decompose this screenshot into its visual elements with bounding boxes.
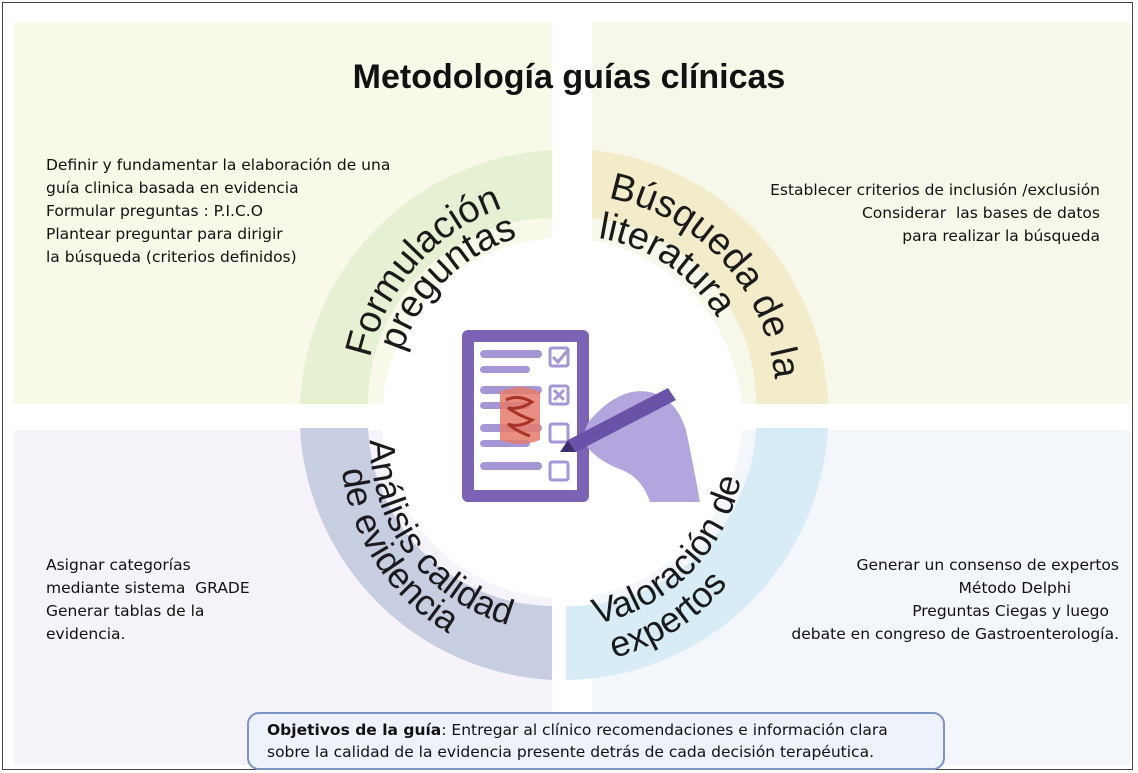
note-line: Considerar las bases de datos [861,204,1100,222]
segment-top-right [592,150,828,404]
note-line: mediante sistema GRADE [46,579,250,597]
note-top-left: Definir y fundamentar la elaboración de … [46,154,390,269]
note-line: Establecer criterios de inclusión /exclu… [770,181,1100,199]
segment-bottom-right [566,428,828,680]
note-line: la búsqueda (criterios definidos) [46,248,297,266]
intestine-icon [500,387,540,444]
note-line: debate en congreso de Gastroenterología. [791,625,1119,643]
note-line: Preguntas Ciegas y luego [912,602,1109,620]
objective-box: Objetivos de la guía: Entregar al clínic… [247,712,945,770]
segment-bottom-left [300,428,552,680]
note-line: Generar un consenso de expertos [856,556,1119,574]
note-line: Asignar categorías [46,556,191,574]
objective-label: Objetivos de la guía [267,721,442,739]
segment-top-left [300,150,552,404]
objective-text: : Entregar al clínico recomendaciones e … [267,721,888,761]
note-line: para realizar la búsqueda [902,227,1100,245]
note-bottom-left: Asignar categorías mediante sistema GRAD… [46,554,250,646]
note-line: Definir y fundamentar la elaboración de … [46,156,391,174]
pen-icon [560,388,676,452]
note-top-right: Establecer criterios de inclusión /exclu… [690,179,1100,248]
note-line: Plantear preguntar para dirigir [46,225,283,243]
note-line: Generar tablas de la [46,602,205,620]
checkbox-icon [548,346,570,482]
note-line: Método Delphi [958,579,1071,597]
diagram-title: Metodología guías clínicas [352,58,786,96]
note-line: evidencia. [46,625,126,643]
note-line: guía clinica basada en evidencia [46,179,299,197]
note-bottom-right: Generar un consenso de expertos Método D… [700,554,1119,646]
note-line: Formular preguntas : P.I.C.O [46,202,263,220]
